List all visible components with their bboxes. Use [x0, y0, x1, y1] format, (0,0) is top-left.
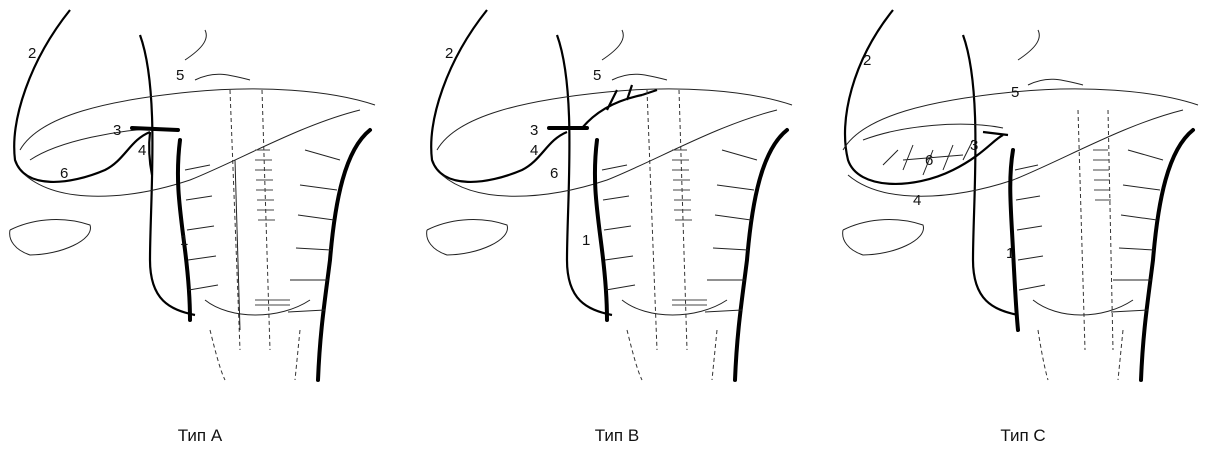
- label-6: 6: [925, 152, 933, 169]
- label-3: 3: [530, 122, 538, 139]
- vessel-1: [1010, 150, 1018, 330]
- flap-outline-top: [20, 89, 375, 150]
- vessel-right: [735, 130, 787, 380]
- label-5: 5: [176, 67, 184, 84]
- label-5: 5: [1011, 84, 1019, 101]
- label-2: 2: [445, 45, 453, 62]
- label-6: 6: [60, 165, 68, 182]
- vessel-2: [14, 10, 150, 182]
- label-1: 1: [582, 232, 590, 249]
- flap-outline-bottom: [25, 110, 360, 196]
- label-2: 2: [28, 45, 36, 62]
- label-2: 2: [863, 52, 871, 69]
- panel-type-c: 1 2 3 4 5 6 Тип С: [823, 0, 1223, 450]
- label-4: 4: [530, 142, 538, 159]
- vessel-right: [1141, 130, 1193, 380]
- panel-type-a: 1 2 3 4 5 6 Тип А: [0, 0, 400, 450]
- vessel-3: [132, 128, 178, 130]
- anatomical-drawing-type-b: 1 2 3 4 5 6: [417, 0, 817, 400]
- label-5: 5: [593, 67, 601, 84]
- label-1: 1: [180, 232, 188, 249]
- caption-type-b: Тип В: [417, 426, 817, 446]
- label-3: 3: [113, 122, 121, 139]
- label-1: 1: [1006, 245, 1014, 262]
- vessel-right: [318, 130, 370, 380]
- label-4: 4: [913, 192, 921, 209]
- vessel-2: [431, 10, 567, 182]
- panel-type-b: 1 2 3 4 5 6 Тип В: [417, 0, 817, 450]
- anatomical-drawing-type-c: 1 2 3 4 5 6: [823, 0, 1223, 400]
- caption-type-a: Тип А: [0, 426, 400, 446]
- anatomical-drawing-type-a: 1 2 3 4 5 6: [0, 0, 400, 400]
- label-4: 4: [138, 142, 146, 159]
- label-6: 6: [550, 165, 558, 182]
- label-3: 3: [970, 137, 978, 154]
- caption-type-c: Тип С: [823, 426, 1223, 446]
